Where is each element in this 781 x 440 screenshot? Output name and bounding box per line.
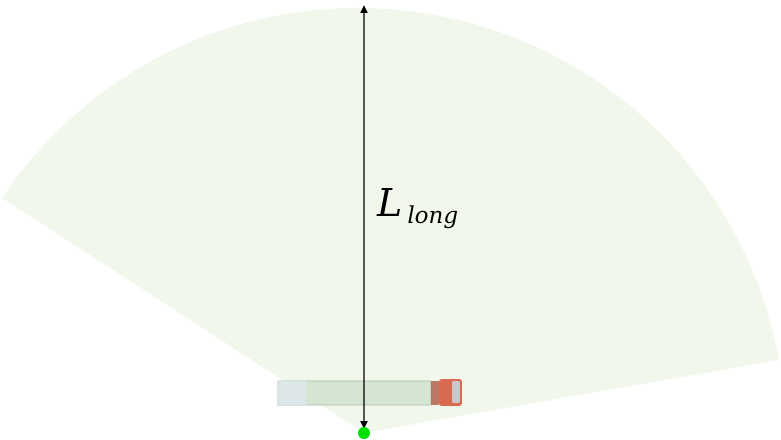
coverage-sector — [2, 7, 779, 433]
truck-icon — [277, 379, 462, 406]
truck-window — [452, 381, 460, 403]
truck-trailer-light — [278, 381, 306, 405]
range-label-main: L — [376, 181, 402, 225]
range-label: L long — [376, 181, 458, 229]
sensor-point-icon — [358, 427, 370, 439]
range-label-subscript: long — [407, 203, 458, 229]
truck-cab-connector — [431, 381, 439, 405]
